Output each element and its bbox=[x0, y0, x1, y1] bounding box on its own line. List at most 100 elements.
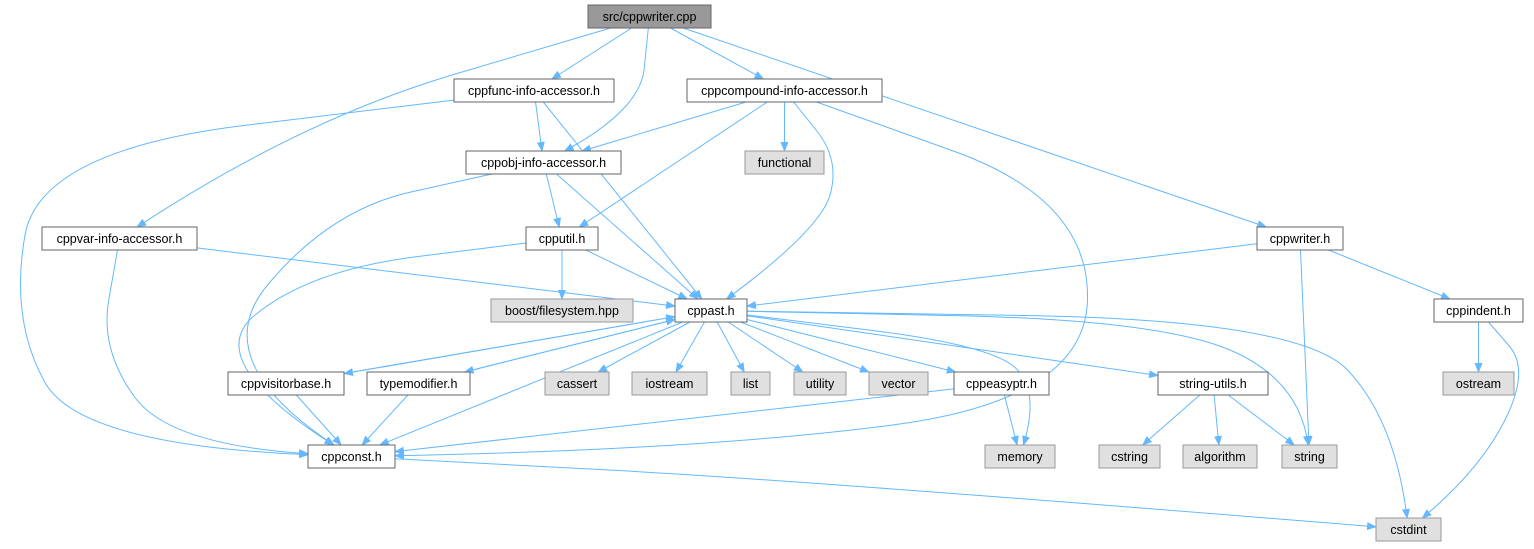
edge-cppcompound_info_accessor_h-to-cpputil_h bbox=[578, 101, 768, 228]
node-cppeasyptr_h[interactable]: cppeasyptr.h bbox=[953, 371, 1050, 396]
edge-cppconst_h-to-cstdint bbox=[394, 458, 1377, 531]
node-label: cppconst.h bbox=[321, 450, 382, 464]
node-box bbox=[1182, 444, 1258, 469]
node-box bbox=[984, 444, 1056, 469]
edge-string_utils_h-to-string bbox=[1227, 394, 1296, 446]
node-box bbox=[1442, 371, 1515, 396]
node-label: cppast.h bbox=[687, 304, 734, 318]
edge-src_cppwriter_cpp-to-cppwriter_h bbox=[683, 27, 1268, 228]
node-label: algorithm bbox=[1194, 450, 1245, 464]
edge-cppfunc_info_accessor_h-to-cppconst_h bbox=[20, 99, 455, 459]
node-box bbox=[366, 371, 471, 396]
node-string_utils_h[interactable]: string-utils.h bbox=[1157, 371, 1269, 396]
edge-cpputil_h-to-cppconst_h bbox=[238, 242, 527, 446]
edge-cppast_h-to-vector bbox=[740, 321, 870, 373]
node-box bbox=[868, 371, 929, 396]
node-label: iostream bbox=[646, 377, 694, 391]
node-list: list bbox=[730, 371, 771, 396]
node-label: cppcompound-info-accessor.h bbox=[701, 84, 868, 98]
edge-cppast_h-to-cppeasyptr_h bbox=[746, 319, 957, 374]
edge-string_utils_h-to-cstring bbox=[1141, 394, 1201, 446]
node-boost_filesystem_hpp: boost/filesystem.hpp bbox=[490, 298, 634, 323]
node-box bbox=[525, 226, 599, 251]
edge-typemodifier_h-to-cppconst_h bbox=[361, 394, 409, 446]
node-cppobj_info_accessor_h[interactable]: cppobj-info-accessor.h bbox=[465, 150, 622, 175]
edge-cppast_h-to-utility bbox=[727, 321, 804, 373]
node-vector: vector bbox=[868, 371, 929, 396]
edge-src_cppwriter_cpp-to-cppcompound_info_accessor_h bbox=[670, 27, 765, 80]
edge-cppobj_info_accessor_h-to-cpputil_h bbox=[545, 173, 561, 228]
node-box bbox=[631, 371, 708, 396]
node-cppcompound_info_accessor_h[interactable]: cppcompound-info-accessor.h bbox=[686, 78, 883, 103]
node-label: vector bbox=[881, 377, 915, 391]
node-box bbox=[1375, 517, 1442, 542]
node-box bbox=[686, 78, 883, 103]
node-box bbox=[674, 298, 748, 323]
edge-cppvar_info_accessor_h-to-cppconst_h bbox=[106, 249, 309, 458]
node-cppwriter_h[interactable]: cppwriter.h bbox=[1256, 226, 1344, 251]
node-cppast_h[interactable]: cppast.h bbox=[674, 298, 748, 323]
node-typemodifier_h[interactable]: typemodifier.h bbox=[366, 371, 471, 396]
edge-cppast_h-to-list bbox=[716, 321, 745, 373]
node-label: cppwriter.h bbox=[1270, 232, 1330, 246]
node-box bbox=[453, 78, 615, 103]
node-cstring: cstring bbox=[1098, 444, 1161, 469]
node-cppindent_h[interactable]: cppindent.h bbox=[1433, 298, 1524, 323]
edge-cppast_h-to-iostream bbox=[675, 321, 705, 373]
node-src_cppwriter_cpp[interactable]: src/cppwriter.cpp bbox=[587, 4, 712, 29]
edge-cppobj_info_accessor_h-to-cppast_h bbox=[556, 173, 699, 300]
node-memory: memory bbox=[984, 444, 1056, 469]
node-algorithm: algorithm bbox=[1182, 444, 1258, 469]
node-label: boost/filesystem.hpp bbox=[505, 304, 619, 318]
edge-cppcompound_info_accessor_h-to-cppobj_info_accessor_h bbox=[581, 101, 747, 153]
node-box bbox=[1281, 444, 1338, 469]
edge-cpputil_h-to-cppast_h bbox=[585, 249, 689, 300]
node-box bbox=[544, 371, 610, 396]
edge-cppfunc_info_accessor_h-to-cppast_h bbox=[542, 101, 703, 300]
edge-cppwriter_h-to-cppindent_h bbox=[1328, 249, 1451, 300]
node-box bbox=[490, 298, 634, 323]
edge-cppast_h-to-string_utils_h bbox=[746, 315, 1159, 379]
node-label: functional bbox=[758, 156, 812, 170]
node-label: src/cppwriter.cpp bbox=[603, 10, 697, 24]
edge-cppcompound_info_accessor_h-to-cppast_h bbox=[725, 101, 834, 300]
node-utility: utility bbox=[793, 371, 847, 396]
node-label: utility bbox=[806, 377, 835, 391]
edge-typemodifier_h-to-cppast_h bbox=[464, 317, 676, 373]
node-cppconst_h[interactable]: cppconst.h bbox=[307, 444, 396, 469]
node-box bbox=[587, 4, 712, 29]
edge-string_utils_h-to-algorithm bbox=[1213, 394, 1223, 446]
edge-src_cppwriter_cpp-to-cppfunc_info_accessor_h bbox=[551, 27, 632, 80]
node-cppfunc_info_accessor_h[interactable]: cppfunc-info-accessor.h bbox=[453, 78, 615, 103]
node-cpputil_h[interactable]: cpputil.h bbox=[525, 226, 599, 251]
node-cstdint: cstdint bbox=[1375, 517, 1442, 542]
node-box bbox=[953, 371, 1050, 396]
node-label: cppfunc-info-accessor.h bbox=[468, 84, 600, 98]
node-box bbox=[793, 371, 847, 396]
node-box bbox=[1157, 371, 1269, 396]
node-cppvisitorbase_h[interactable]: cppvisitorbase.h bbox=[227, 371, 345, 396]
edge-cppast_h-to-cassert bbox=[597, 321, 691, 373]
node-label: memory bbox=[997, 450, 1043, 464]
node-box bbox=[1256, 226, 1344, 251]
node-label: cppobj-info-accessor.h bbox=[481, 156, 606, 170]
edge-cppcompound_info_accessor_h-to-cppconst_h bbox=[394, 101, 1089, 460]
node-label: cppvar-info-accessor.h bbox=[57, 232, 183, 246]
edge-cppvar_info_accessor_h-to-cppast_h bbox=[196, 247, 676, 310]
node-label: string bbox=[1294, 450, 1325, 464]
node-label: cstring bbox=[1111, 450, 1148, 464]
node-cppvar_info_accessor_h[interactable]: cppvar-info-accessor.h bbox=[41, 226, 198, 251]
node-label: cpputil.h bbox=[539, 232, 586, 246]
nodes-layer: src/cppwriter.cpp cppfunc-info-accessor.h… bbox=[41, 4, 1524, 542]
node-label: cassert bbox=[557, 377, 598, 391]
node-box bbox=[730, 371, 771, 396]
edge-cppast_h-to-cstdint bbox=[746, 310, 1410, 519]
node-label: cppvisitorbase.h bbox=[241, 377, 331, 391]
node-label: cppindent.h bbox=[1446, 304, 1511, 318]
node-box bbox=[41, 226, 198, 251]
node-label: string-utils.h bbox=[1179, 377, 1246, 391]
node-label: typemodifier.h bbox=[380, 377, 458, 391]
node-functional: functional bbox=[744, 150, 825, 175]
node-label: list bbox=[743, 377, 759, 391]
